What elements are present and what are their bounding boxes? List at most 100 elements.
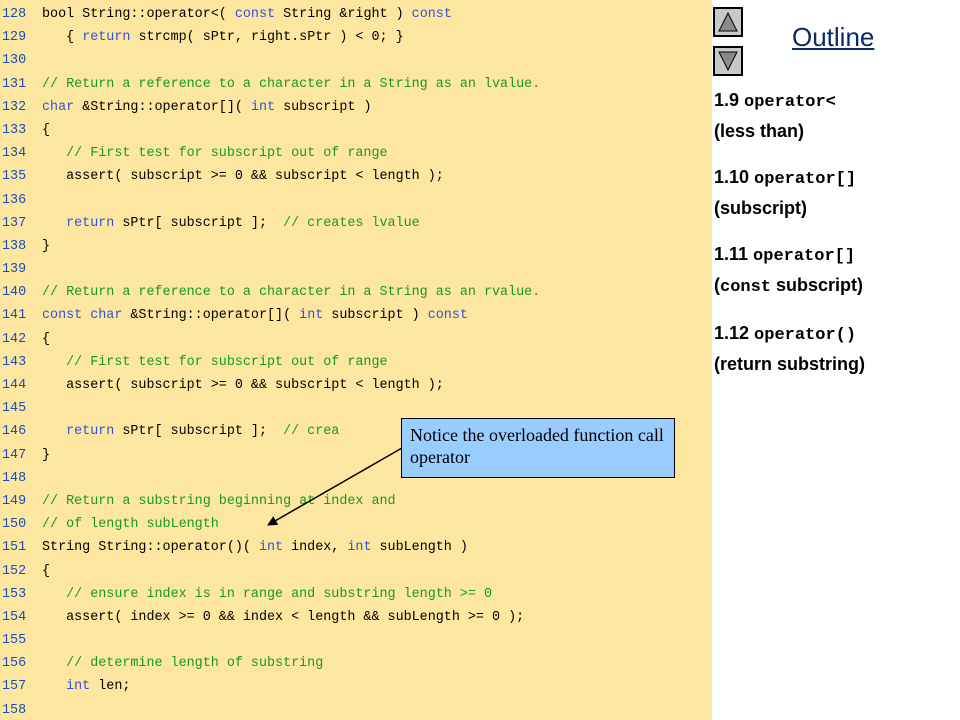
code-line: 149// Return a substring beginning at in… xyxy=(0,490,540,513)
code-text: } xyxy=(42,447,51,463)
code-keyword: return xyxy=(82,30,131,46)
line-number: 153 xyxy=(2,586,27,602)
code-line: 142 { xyxy=(0,328,540,351)
code-text: } xyxy=(42,238,51,254)
outline-code-text: operator() xyxy=(754,326,857,345)
code-keyword: return xyxy=(66,215,115,231)
line-number: 132 xyxy=(2,99,27,115)
code-line: 140// Return a reference to a character … xyxy=(0,281,540,304)
code-line: 138} xyxy=(0,235,540,258)
code-text: index, xyxy=(283,540,348,556)
outline-item-line: (return substring) xyxy=(714,350,954,379)
code-comment: // Return a reference to a character in … xyxy=(42,76,541,92)
code-keyword: const xyxy=(427,308,468,324)
code-text: subscript ) xyxy=(323,308,428,324)
outline-item[interactable]: 1.12 operator() (return substring) xyxy=(714,319,954,379)
outline-text: (return substring) xyxy=(714,354,865,374)
outline-code-text: operator[] xyxy=(753,247,856,266)
code-comment: // crea xyxy=(283,424,340,440)
outline-item-line: (less than) xyxy=(714,117,954,146)
code-line: 145 xyxy=(0,397,540,420)
code-line: 158 xyxy=(0,699,540,720)
code-text: len; xyxy=(90,679,131,695)
line-number: 131 xyxy=(2,76,27,92)
code-line: 147} xyxy=(0,444,540,467)
code-keyword: const xyxy=(411,7,452,22)
line-number: 158 xyxy=(2,702,27,718)
code-line: 152{ xyxy=(0,560,540,583)
code-line: 154 assert( index >= 0 && index < length… xyxy=(0,606,540,629)
code-text: { xyxy=(42,331,51,347)
code-line: 148 xyxy=(0,467,540,490)
line-number: 137 xyxy=(2,215,27,231)
code-keyword: int xyxy=(250,99,276,115)
code-text: &String::operator[]( xyxy=(122,308,300,324)
outline-text: 1.10 xyxy=(714,167,755,187)
code-text: { xyxy=(42,563,51,579)
code-line: 143 // First test for subscript out of r… xyxy=(0,351,540,374)
code-text: subLength ) xyxy=(371,540,468,556)
next-slide-button[interactable] xyxy=(713,46,743,76)
line-number: 151 xyxy=(2,540,27,556)
line-number: 156 xyxy=(2,656,27,672)
code-comment: // creates lvalue xyxy=(283,215,420,231)
line-number: 145 xyxy=(2,401,27,417)
code-text: sPtr[ subscript ]; xyxy=(114,215,284,231)
line-number: 133 xyxy=(2,122,27,138)
line-number: 146 xyxy=(2,424,27,440)
code-text: String String::operator()( xyxy=(42,540,259,556)
code-line: 139 xyxy=(0,258,540,281)
code-line: 151 String String::operator()( int index,… xyxy=(0,536,540,559)
line-number: 129 xyxy=(2,30,27,46)
previous-slide-button[interactable] xyxy=(713,7,743,37)
line-number: 144 xyxy=(2,378,27,393)
code-line: 133 { xyxy=(0,119,540,142)
code-text xyxy=(42,679,66,694)
line-number: 143 xyxy=(2,354,27,370)
code-comment: // determine length of substring xyxy=(42,656,324,672)
line-number: 135 xyxy=(2,169,27,185)
code-line: 144 assert( subscript >= 0 && subscript … xyxy=(0,374,540,397)
code-text: assert( subscript >= 0 && subscript < le… xyxy=(42,169,444,185)
callout-note: Notice the overloaded function call oper… xyxy=(401,418,675,478)
outline-item-line: 1.10 operator[] xyxy=(714,163,954,194)
outline-item[interactable]: 1.9 operator<(less than) xyxy=(714,86,954,146)
outline-title[interactable]: Outline xyxy=(792,22,875,52)
code-comment: // Return a substring beginning at index… xyxy=(42,493,396,509)
outline-item[interactable]: 1.11 operator[] (const subscript) xyxy=(714,240,954,302)
code-text: sPtr[ subscript ]; xyxy=(114,424,284,440)
code-line: 131 // Return a reference to a character … xyxy=(0,73,540,96)
code-text: &String::operator[]( xyxy=(74,99,251,115)
code-text: assert( subscript >= 0 && subscript < le… xyxy=(42,378,444,393)
code-line: 136 xyxy=(0,189,540,212)
outline-item-line: (subscript) xyxy=(714,194,954,223)
outline-item-line: (const subscript) xyxy=(714,271,954,302)
outline-text: (subscript) xyxy=(714,198,808,218)
line-number: 147 xyxy=(2,447,27,463)
line-number: 128 xyxy=(2,7,27,22)
code-line: 150// of length subLength xyxy=(0,513,540,536)
code-text: String &right ) xyxy=(275,7,412,22)
outline-text: 1.11 xyxy=(714,244,754,264)
outline-code-text: const xyxy=(720,278,772,297)
line-number: 134 xyxy=(2,146,27,162)
code-text: { xyxy=(42,122,51,138)
triangle-up-icon xyxy=(718,12,738,32)
code-comment: // Return a reference to a character in … xyxy=(42,285,541,301)
code-keyword: const xyxy=(234,7,276,22)
line-number: 139 xyxy=(2,262,27,278)
line-number: 142 xyxy=(2,331,27,347)
code-keyword: int xyxy=(347,540,372,556)
code-line: 157 int len; xyxy=(0,675,540,698)
outline-text: ( xyxy=(714,275,720,295)
outline-item-line: 1.12 operator() xyxy=(714,319,954,350)
code-text: subscript ) xyxy=(275,99,372,115)
code-line: 153 // ensure index is in range and subs… xyxy=(0,583,540,606)
code-keyword: const char xyxy=(42,308,123,324)
code-comment: // ensure index is in range and substrin… xyxy=(42,586,492,602)
outline-item[interactable]: 1.10 operator[] (subscript) xyxy=(714,163,954,223)
